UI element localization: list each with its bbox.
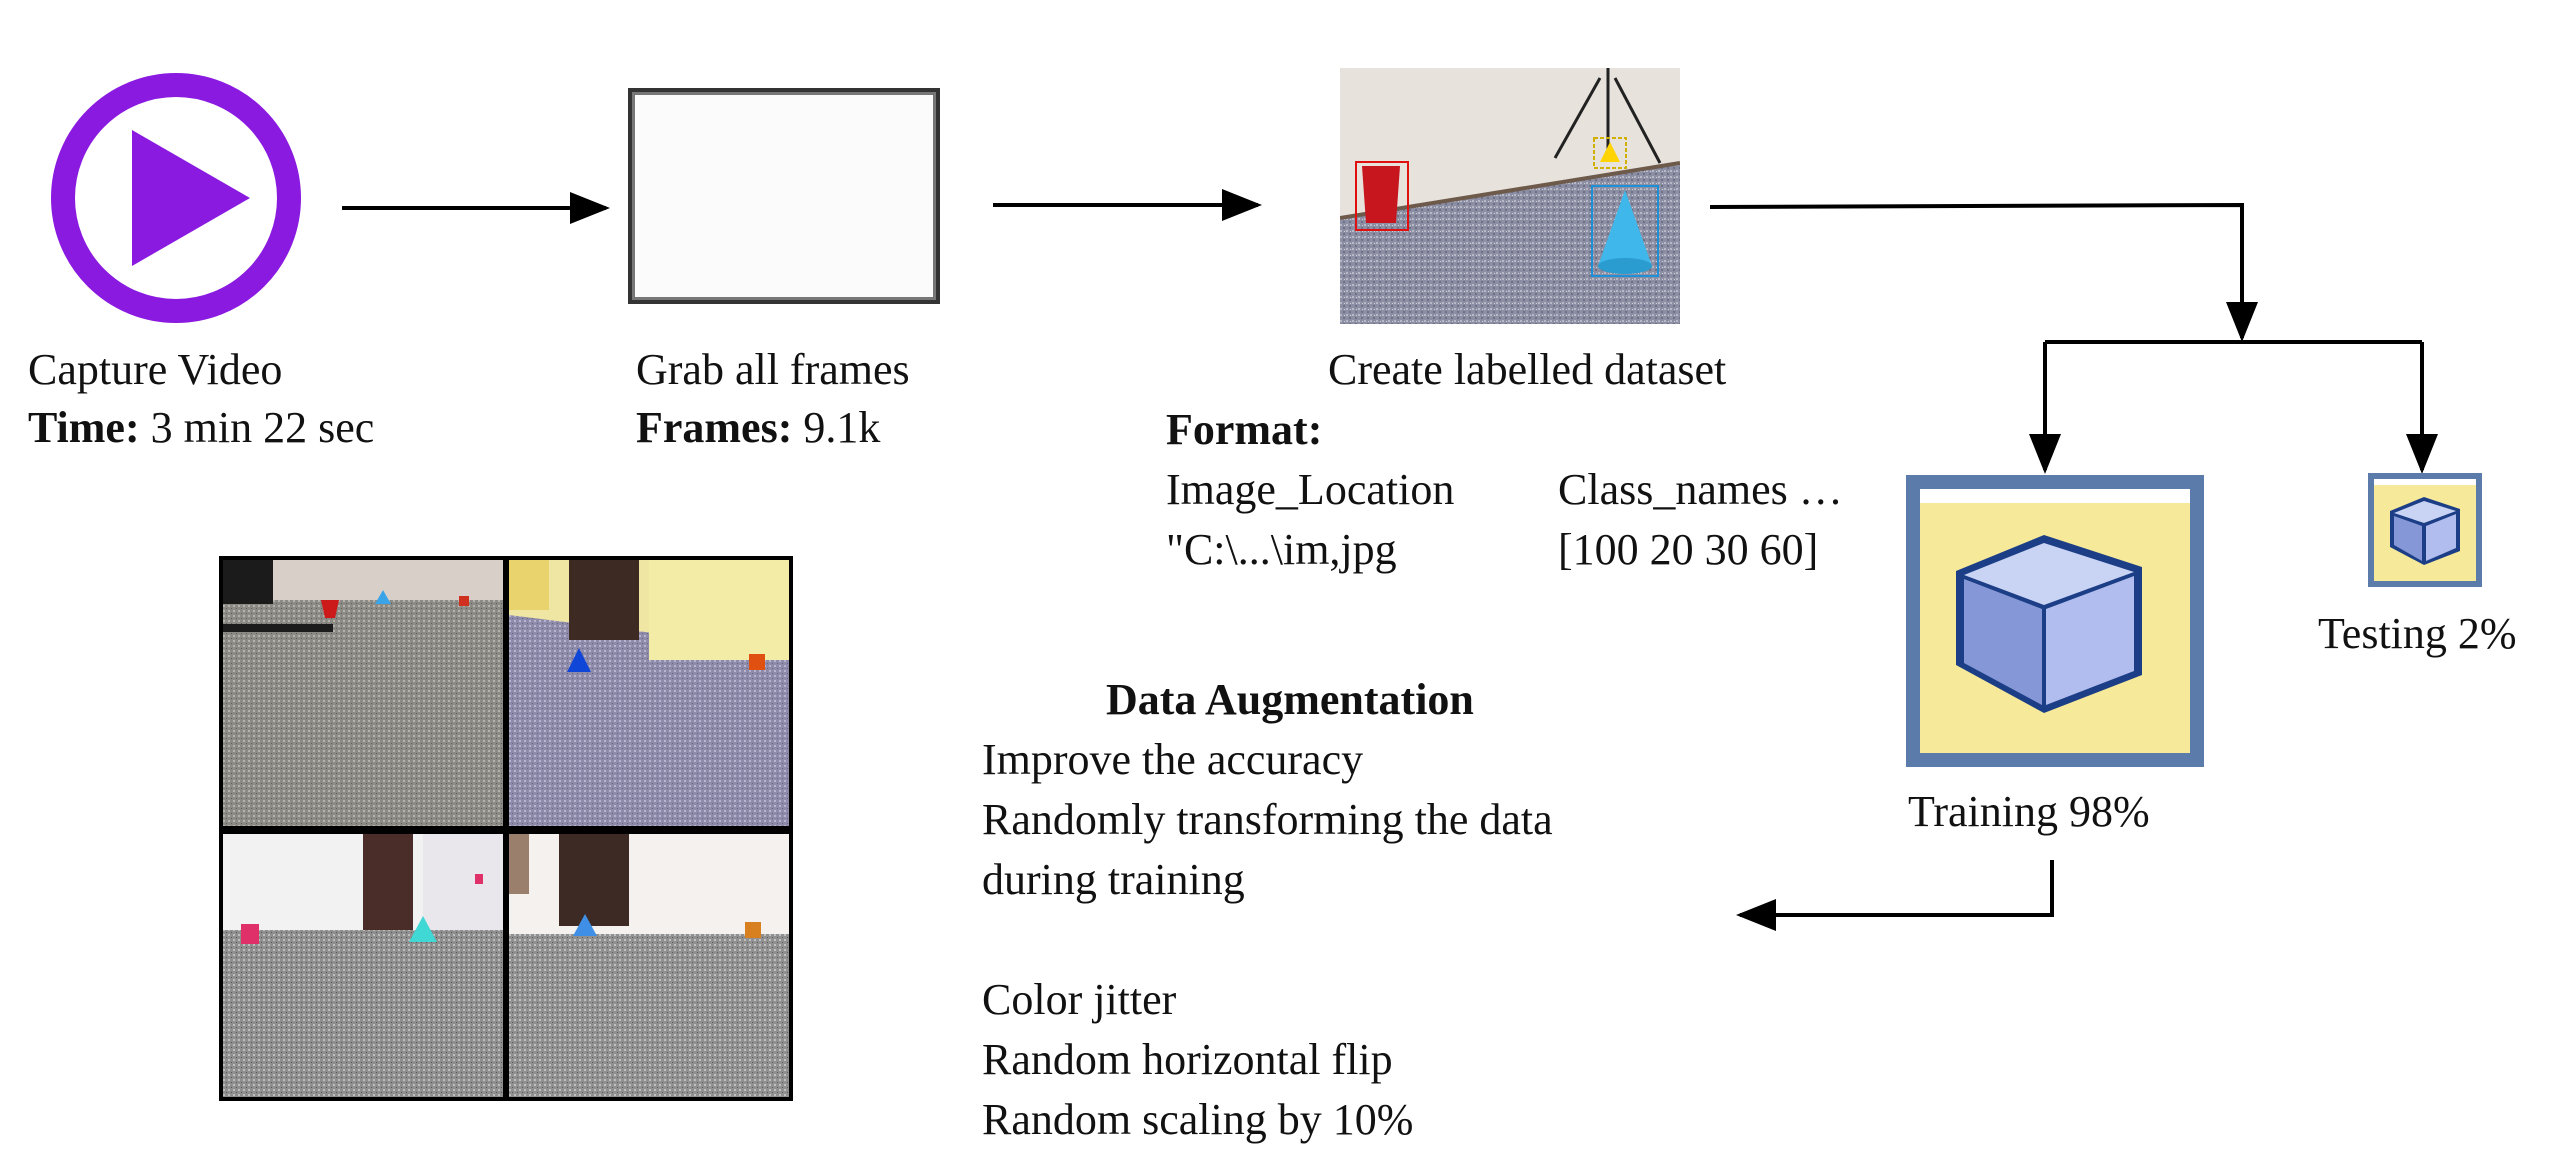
augmentation-heading: Data Augmentation xyxy=(1106,675,1474,724)
augmented-images-mosaic xyxy=(219,556,793,1101)
augmentation-line: Improve the accuracy xyxy=(982,735,1364,784)
format-col2-header: Class_names … xyxy=(1558,465,1843,514)
format-col1-header: Image_Location xyxy=(1166,465,1455,514)
training-cube-icon xyxy=(1906,475,2204,767)
grab-frames-value: 9.1k xyxy=(792,403,881,452)
format-heading: Format: xyxy=(1166,405,1323,454)
arrow-training-to-augmentation xyxy=(1736,860,2054,931)
training-label: Training 98% xyxy=(1908,787,2150,836)
format-col1-value: "C:\...\im,jpg xyxy=(1166,525,1397,574)
augmented-image-tile xyxy=(223,560,503,826)
capture-time-key: Time: xyxy=(28,403,140,452)
augmented-image-tile xyxy=(509,834,789,1097)
format-col2-value: [100 20 30 60] xyxy=(1558,525,1819,574)
arrow-label-to-split xyxy=(1709,202,2258,342)
augmented-image-tile xyxy=(509,560,789,826)
label-title: Create labelled dataset xyxy=(1328,345,1727,394)
dataset-sample-image xyxy=(1340,68,1680,324)
augmented-image-tile xyxy=(223,834,503,1097)
play-icon xyxy=(51,73,301,323)
testing-cube-icon xyxy=(2368,473,2482,587)
grab-frames-key: Frames: xyxy=(636,403,793,452)
augmentation-line: during training xyxy=(982,855,1245,904)
capture-title: Capture Video xyxy=(28,345,283,394)
capture-time-value: 3 min 22 sec xyxy=(139,403,375,452)
augmentation-method: Random horizontal flip xyxy=(982,1035,1393,1084)
augmentation-method: Random scaling by 10% xyxy=(982,1095,1414,1144)
blank-frame-icon xyxy=(628,88,940,304)
testing-label: Testing 2% xyxy=(2318,609,2517,658)
augmentation-method: Color jitter xyxy=(982,975,1177,1024)
grab-title: Grab all frames xyxy=(636,345,910,394)
augmentation-line: Randomly transforming the data xyxy=(982,795,1553,844)
capture-time: Time: 3 min 22 sec xyxy=(28,398,374,458)
grab-frames: Frames: 9.1k xyxy=(636,398,880,458)
